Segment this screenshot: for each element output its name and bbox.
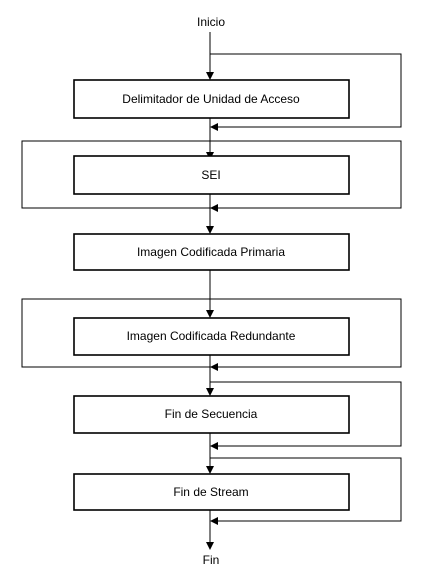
- step2-label: SEI: [201, 168, 220, 182]
- repeat-loop-step4: [21, 298, 402, 371]
- main-flow-connectors: [206, 32, 214, 550]
- repeat-loop-step2: [21, 140, 402, 212]
- process-box-step1: Delimitador de Unidad de Acceso: [73, 79, 350, 119]
- bypass-loop-step5: [210, 381, 402, 450]
- step1-label: Delimitador de Unidad de Acceso: [122, 92, 300, 106]
- arrow-into-step3: [206, 226, 214, 234]
- process-box-step3: Imagen Codificada Primaria: [73, 233, 350, 271]
- process-box-step2: SEI: [73, 155, 350, 195]
- bypass-loop-step6: [210, 457, 402, 525]
- arrow-into-step1: [206, 72, 214, 80]
- process-box-step5: Fin de Secuencia: [73, 395, 350, 434]
- start-label: Inicio: [197, 15, 225, 29]
- process-box-step4: Imagen Codificada Redundante: [73, 317, 350, 356]
- arrow-into-step5: [206, 388, 214, 396]
- arrow-into-step6: [206, 466, 214, 474]
- step5-label: Fin de Secuencia: [165, 407, 258, 421]
- arrow-into-end: [206, 542, 214, 550]
- step3-label: Imagen Codificada Primaria: [137, 245, 285, 259]
- step4-label: Imagen Codificada Redundante: [127, 329, 296, 343]
- step6-label: Fin de Stream: [173, 485, 248, 499]
- arrow-into-step4: [206, 310, 214, 318]
- process-box-step6: Fin de Stream: [73, 473, 350, 511]
- end-label: Fin: [203, 553, 220, 567]
- bypass-loop-step1: [210, 53, 402, 131]
